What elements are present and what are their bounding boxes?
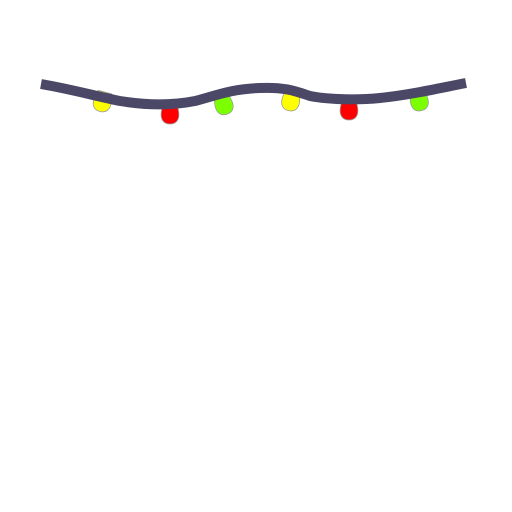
light-string-wire (40, 78, 467, 110)
bulb-red-2 (339, 99, 359, 121)
bulb-glass (339, 99, 359, 121)
